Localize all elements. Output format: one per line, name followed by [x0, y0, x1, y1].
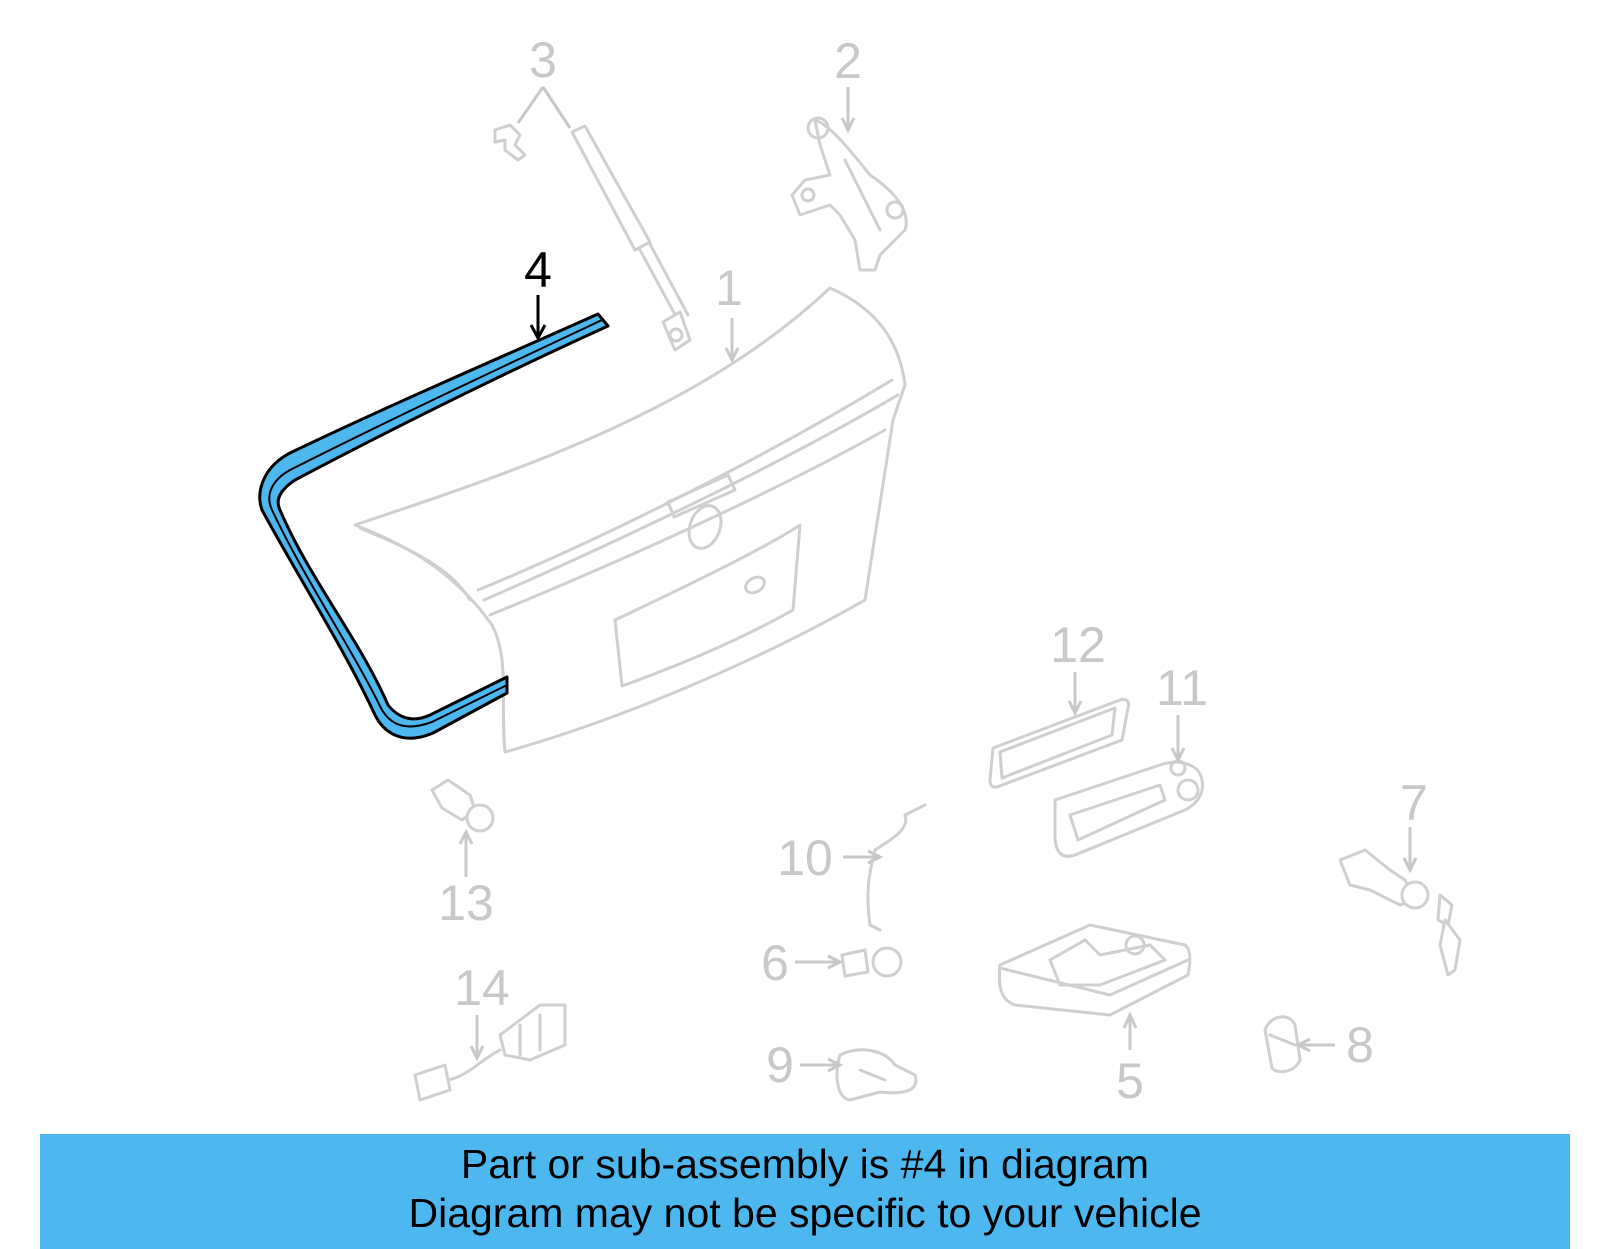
- callout-9: 9: [766, 1037, 794, 1093]
- leader-3: [516, 86, 572, 129]
- callout-5: 5: [1116, 1053, 1144, 1109]
- info-banner: Part or sub-assembly is #4 in diagram Di…: [40, 1134, 1570, 1249]
- part-2-hinge[interactable]: [790, 116, 908, 272]
- part-5-latch[interactable]: [997, 923, 1192, 1017]
- callout-10: 10: [777, 830, 833, 886]
- callout-8: 8: [1346, 1017, 1374, 1073]
- part-14-harness[interactable]: [413, 1003, 567, 1102]
- banner-line-2: Diagram may not be specific to your vehi…: [408, 1190, 1202, 1236]
- banner-line-1: Part or sub-assembly is #4 in diagram: [460, 1141, 1150, 1187]
- callout-7: 7: [1400, 775, 1428, 831]
- part-4-weatherstrip[interactable]: [258, 312, 610, 740]
- part-13-bumper[interactable]: [430, 778, 495, 833]
- part-8-cap[interactable]: [1263, 1015, 1302, 1074]
- callout-4: 4: [524, 242, 552, 298]
- parts-diagram: 1 2 3 4 5 6 7 8 9 10 11 12 13 14: [258, 32, 1462, 1109]
- part-6-bolt[interactable]: [840, 946, 903, 978]
- part-11-handle[interactable]: [1053, 759, 1205, 858]
- part-12-gasket[interactable]: [988, 698, 1131, 789]
- part-3-strut[interactable]: [493, 123, 692, 352]
- callout-6: 6: [761, 935, 789, 991]
- callout-11: 11: [1156, 660, 1208, 716]
- part-10-rod[interactable]: [866, 803, 927, 932]
- callout-3: 3: [529, 32, 557, 88]
- callout-2: 2: [834, 33, 862, 89]
- callout-13: 13: [438, 875, 494, 931]
- part-9-clip[interactable]: [835, 1048, 918, 1102]
- callout-1: 1: [715, 260, 743, 316]
- part-7-lock-cylinder[interactable]: [1338, 848, 1462, 977]
- part-1-trunk-lid[interactable]: [353, 286, 907, 754]
- callout-12: 12: [1050, 617, 1106, 673]
- callout-14: 14: [454, 960, 510, 1016]
